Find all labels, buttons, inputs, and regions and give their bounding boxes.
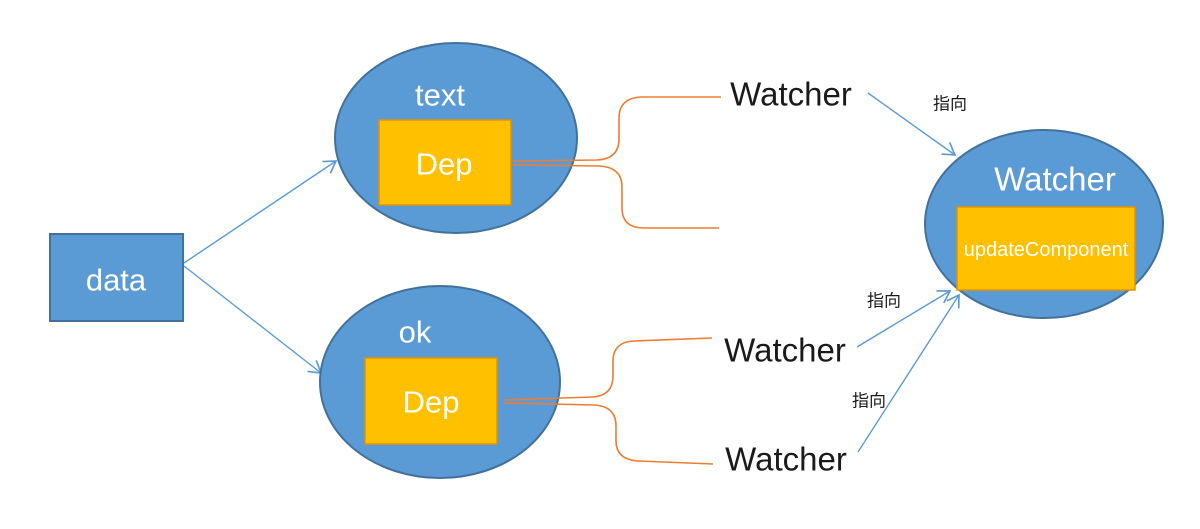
arrow-watcher-bottom-to-node: [857, 295, 959, 453]
text-ellipse-node: text Dep: [334, 42, 578, 234]
points-to-label-bottom: 指向: [852, 392, 886, 411]
arrow-data-to-text: [183, 161, 336, 264]
watcher-ellipse-label: Watcher: [994, 161, 1116, 198]
data-label: data: [86, 263, 147, 298]
brace-text-dep-lower: [512, 164, 719, 229]
update-component-box: [956, 206, 1136, 291]
arrow-data-to-ok: [183, 265, 321, 373]
ok-ellipse-label: ok: [399, 315, 432, 350]
watcher-label-mid: Watcher: [724, 332, 846, 369]
text-dep-label: Dep: [416, 147, 473, 182]
ok-dep-box: [364, 357, 498, 445]
brace-ok-dep-upper: [503, 337, 713, 401]
watcher-label-top: Watcher: [730, 76, 852, 113]
ok-ellipse-node: ok Dep: [319, 285, 561, 479]
arrow-watcher-top-to-node: [867, 92, 955, 155]
text-ellipse-label: text: [415, 78, 465, 113]
points-to-label-top: 指向: [933, 95, 967, 114]
text-dep-box: [378, 119, 512, 206]
brace-ok-dep-lower: [503, 402, 714, 465]
data-box: [49, 233, 184, 322]
update-component-label: updateComponent: [964, 239, 1129, 261]
ok-dep-label: Dep: [403, 385, 460, 420]
points-to-label-mid: 指向: [867, 292, 901, 311]
arrow-watcher-mid-to-node: [856, 291, 950, 348]
data-node: data: [49, 233, 184, 322]
watcher-label-bottom: Watcher: [725, 441, 847, 478]
brace-text-dep-upper: [512, 96, 721, 162]
watcher-ellipse-node: Watcher updateComponent: [924, 129, 1164, 319]
